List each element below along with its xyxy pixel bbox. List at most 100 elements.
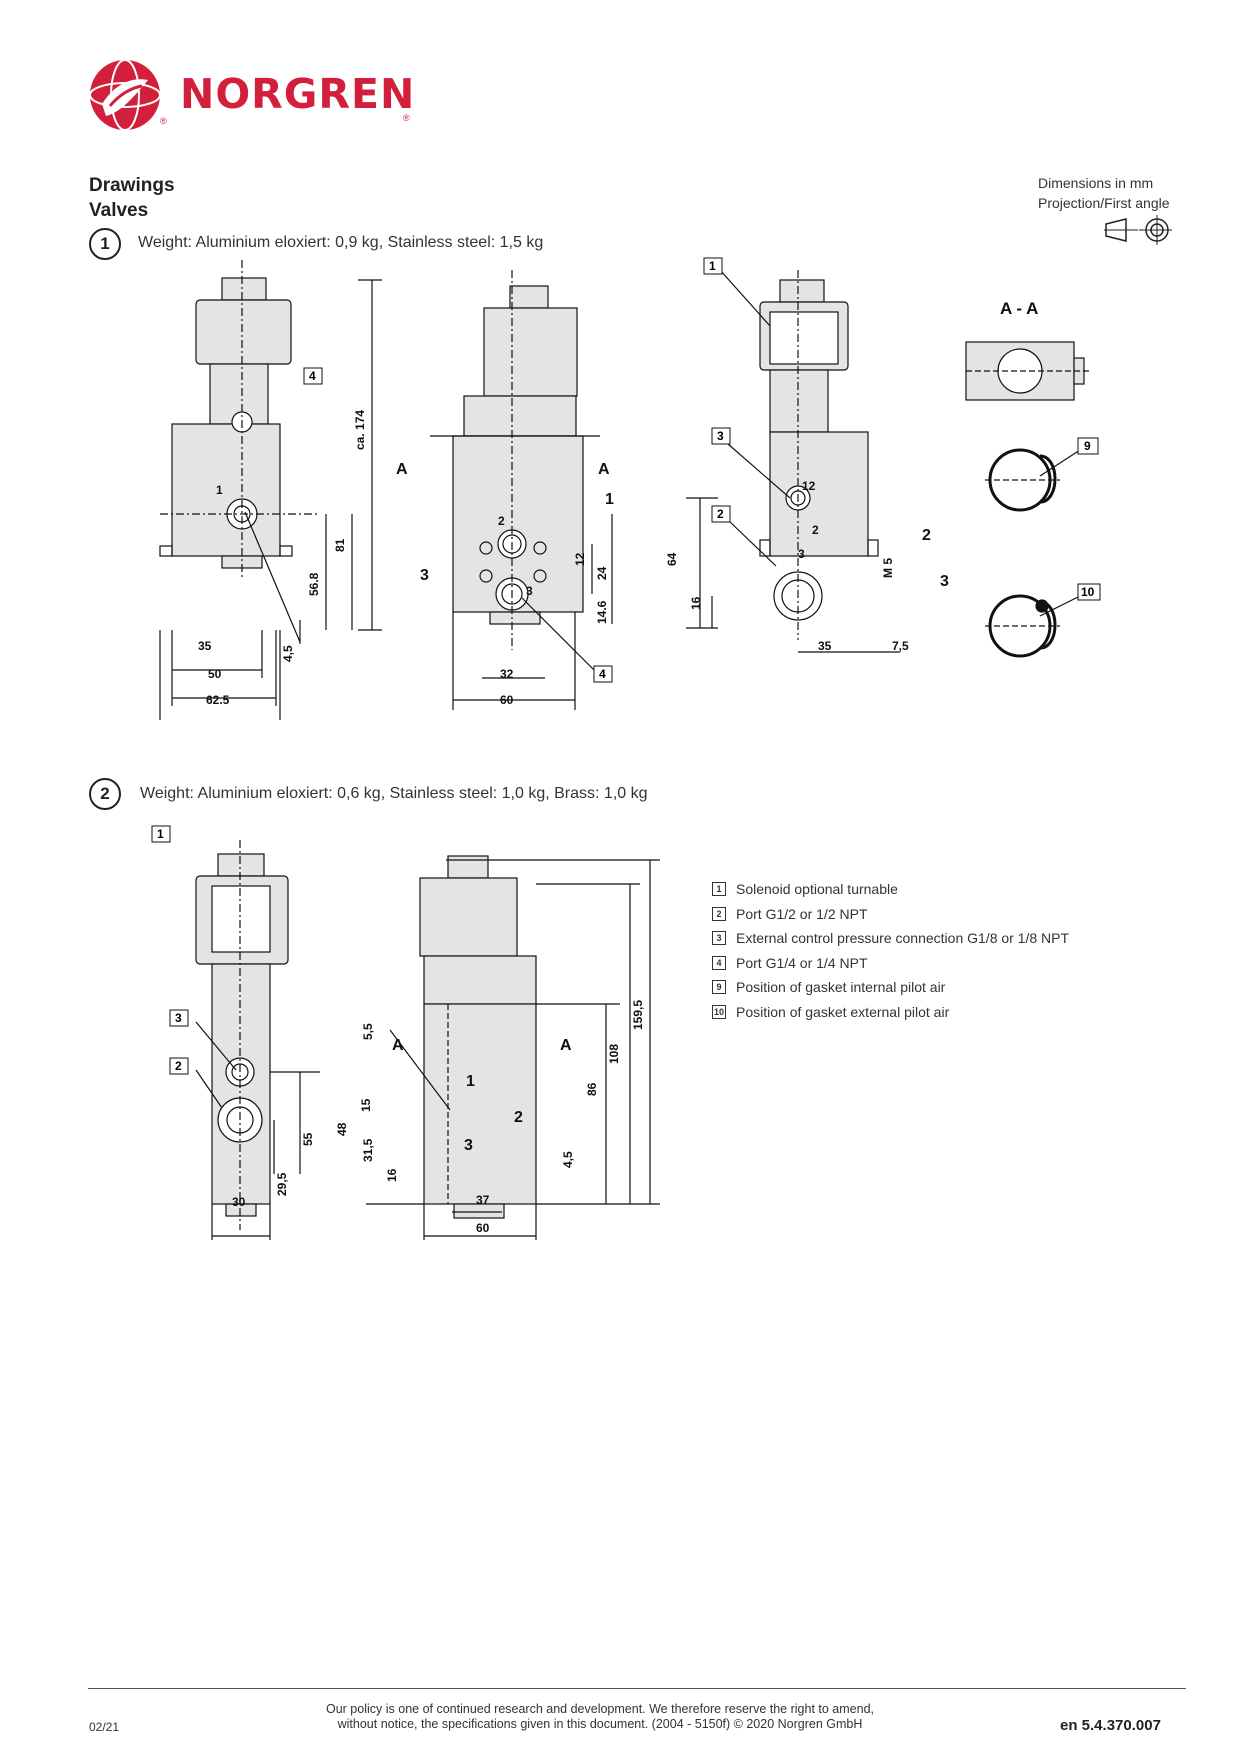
svg-text:4: 4 (309, 369, 316, 383)
svg-text:3: 3 (526, 584, 533, 598)
svg-text:60: 60 (500, 693, 514, 707)
dimensions-unit: Dimensions in mm (1038, 175, 1154, 191)
svg-text:3: 3 (940, 573, 949, 590)
legend-text: Solenoid optional turnable (736, 881, 898, 898)
svg-text:16: 16 (689, 596, 703, 610)
svg-text:2: 2 (812, 523, 819, 537)
svg-text:81: 81 (333, 538, 347, 552)
svg-text:1: 1 (216, 483, 223, 497)
svg-text:12: 12 (573, 552, 587, 566)
svg-text:3: 3 (464, 1137, 473, 1154)
legend-item: 3 External control pressure connection G… (712, 926, 1069, 951)
globe-logo-icon (89, 59, 161, 131)
svg-text:30: 30 (232, 1195, 246, 1209)
legend-item: 1 Solenoid optional turnable (712, 877, 1069, 902)
svg-text:10: 10 (1081, 585, 1095, 599)
svg-text:A: A (560, 1037, 572, 1054)
svg-text:2: 2 (498, 514, 505, 528)
svg-text:31,5: 31,5 (361, 1138, 375, 1162)
footer-policy-line-1: Our policy is one of continued research … (326, 1702, 874, 1716)
valve-side-view (430, 270, 613, 710)
svg-text:2: 2 (717, 507, 724, 521)
brand-name: NORGREN (180, 70, 416, 118)
svg-text:2: 2 (175, 1059, 182, 1073)
section-1-weight: Weight: Aluminium eloxiert: 0,9 kg, Stai… (138, 234, 544, 251)
svg-text:86: 86 (585, 1082, 599, 1096)
legend-item: 10 Position of gasket external pilot air (712, 1000, 1069, 1025)
svg-text:3: 3 (717, 429, 724, 443)
svg-text:A: A (392, 1037, 404, 1054)
valve-2-side-view (366, 855, 660, 1240)
legend-item: 2 Port G1/2 or 1/2 NPT (712, 902, 1069, 927)
legend-number: 9 (712, 980, 726, 995)
svg-text:37: 37 (476, 1193, 490, 1207)
legend: 1 Solenoid optional turnable 2 Port G1/2… (712, 877, 1069, 1024)
svg-text:9: 9 (1084, 439, 1091, 453)
svg-text:12: 12 (802, 479, 816, 493)
svg-text:14.6: 14.6 (595, 600, 609, 624)
svg-text:1: 1 (709, 259, 716, 273)
page-subtitle: Valves (89, 200, 149, 221)
legend-number: 1 (712, 882, 726, 897)
section-a-a-label: A - A (1000, 299, 1038, 318)
section-2-number: 2 (89, 778, 121, 810)
legend-number: 4 (712, 955, 726, 970)
section-2-weight: Weight: Aluminium eloxiert: 0,6 kg, Stai… (140, 785, 648, 802)
legend-item: 4 Port G1/4 or 1/4 NPT (712, 951, 1069, 976)
projection-note: Projection/First angle (1038, 195, 1170, 211)
footer-doc-code: en 5.4.370.007 (1060, 1717, 1161, 1734)
svg-text:4,5: 4,5 (281, 645, 295, 662)
logo-reg-mark: ® (160, 116, 167, 126)
svg-text:ca. 174: ca. 174 (353, 410, 367, 450)
svg-text:24: 24 (595, 566, 609, 580)
svg-text:32: 32 (500, 667, 514, 681)
svg-text:55: 55 (301, 1132, 315, 1146)
svg-text:35: 35 (198, 639, 212, 653)
legend-number: 10 (712, 1004, 726, 1019)
svg-text:108: 108 (607, 1044, 621, 1064)
valve-2-front-view (195, 840, 320, 1240)
svg-text:29,5: 29,5 (275, 1172, 289, 1196)
legend-text: Position of gasket external pilot air (736, 1003, 950, 1020)
section-2-drawing: 1 3 2 30 37 60 A A 1 2 3 55 29,5 5,5 15 … (151, 825, 660, 1240)
legend-item: 9 Position of gasket internal pilot air (712, 975, 1069, 1000)
svg-text:64: 64 (665, 552, 679, 566)
valve-pilot-view (686, 270, 900, 653)
svg-text:35: 35 (818, 639, 832, 653)
svg-text:62.5: 62.5 (206, 693, 230, 707)
section-a-a (965, 341, 1090, 401)
footer-policy: Our policy is one of continued research … (300, 1702, 900, 1732)
norgren-logo: ® NORGREN ® (88, 58, 428, 138)
svg-text:2: 2 (922, 527, 931, 544)
svg-text:1: 1 (605, 491, 614, 508)
svg-text:60: 60 (476, 1221, 490, 1235)
legend-number: 2 (712, 906, 726, 921)
svg-text:1: 1 (157, 827, 164, 841)
svg-text:4,5: 4,5 (561, 1151, 575, 1168)
page-title: Drawings (89, 175, 175, 196)
svg-text:159,5: 159,5 (631, 1000, 645, 1030)
svg-text:3: 3 (798, 547, 805, 561)
svg-text:7,5: 7,5 (892, 639, 909, 653)
footer-date: 02/21 (89, 1720, 120, 1734)
svg-text:4: 4 (599, 667, 606, 681)
valve-front-view (159, 260, 382, 720)
footer-divider (88, 1688, 1186, 1689)
svg-text:2: 2 (514, 1109, 523, 1126)
svg-text:5,5: 5,5 (361, 1023, 375, 1040)
svg-text:16: 16 (385, 1168, 399, 1182)
svg-text:M 5: M 5 (881, 558, 895, 578)
legend-text: Port G1/4 or 1/4 NPT (736, 954, 868, 971)
section-1-number: 1 (89, 228, 121, 260)
legend-text: Port G1/2 or 1/2 NPT (736, 905, 868, 922)
section-1-drawing: 4 4 1 3 2 9 10 A - A A A 1 2 3 12 2 3 1 … (159, 257, 1101, 720)
projection-symbol-icon (1104, 215, 1172, 245)
svg-text:A: A (598, 461, 610, 478)
legend-text: Position of gasket internal pilot air (736, 979, 946, 996)
svg-text:48: 48 (335, 1122, 349, 1136)
svg-text:50: 50 (208, 667, 222, 681)
brand-reg-mark: ® (403, 113, 410, 123)
svg-text:A: A (396, 461, 408, 478)
svg-text:15: 15 (359, 1098, 373, 1112)
svg-text:1: 1 (466, 1073, 475, 1090)
